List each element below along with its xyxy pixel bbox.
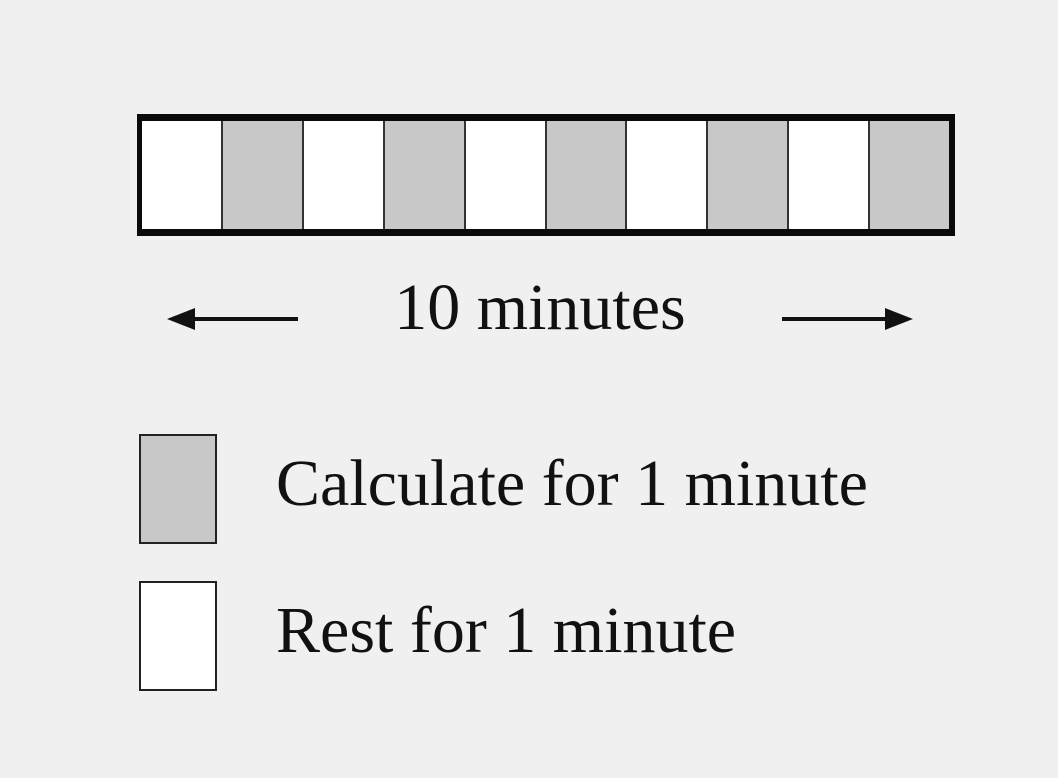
timeline-segment-rest — [301, 121, 383, 229]
arrow-right-icon — [782, 308, 913, 330]
arrow-left-icon — [167, 308, 298, 330]
timeline-segment-calculate — [868, 121, 950, 229]
timeline-segment-rest — [625, 121, 707, 229]
legend-swatch-calculate — [139, 434, 217, 544]
timeline-segment-calculate — [220, 121, 302, 229]
timeline-segment-calculate — [706, 121, 788, 229]
timeline-segment-rest — [142, 121, 221, 229]
legend-label-calculate: Calculate for 1 minute — [276, 447, 868, 520]
timeline-segment-calculate — [382, 121, 464, 229]
legend-label-rest: Rest for 1 minute — [276, 594, 737, 667]
timeline-segment-rest — [787, 121, 869, 229]
duration-label: 10 minutes — [394, 271, 686, 344]
timeline-segment-calculate — [544, 121, 626, 229]
timeline-bar — [137, 114, 955, 236]
legend-swatch-rest — [139, 581, 217, 691]
timeline-segment-rest — [463, 121, 545, 229]
